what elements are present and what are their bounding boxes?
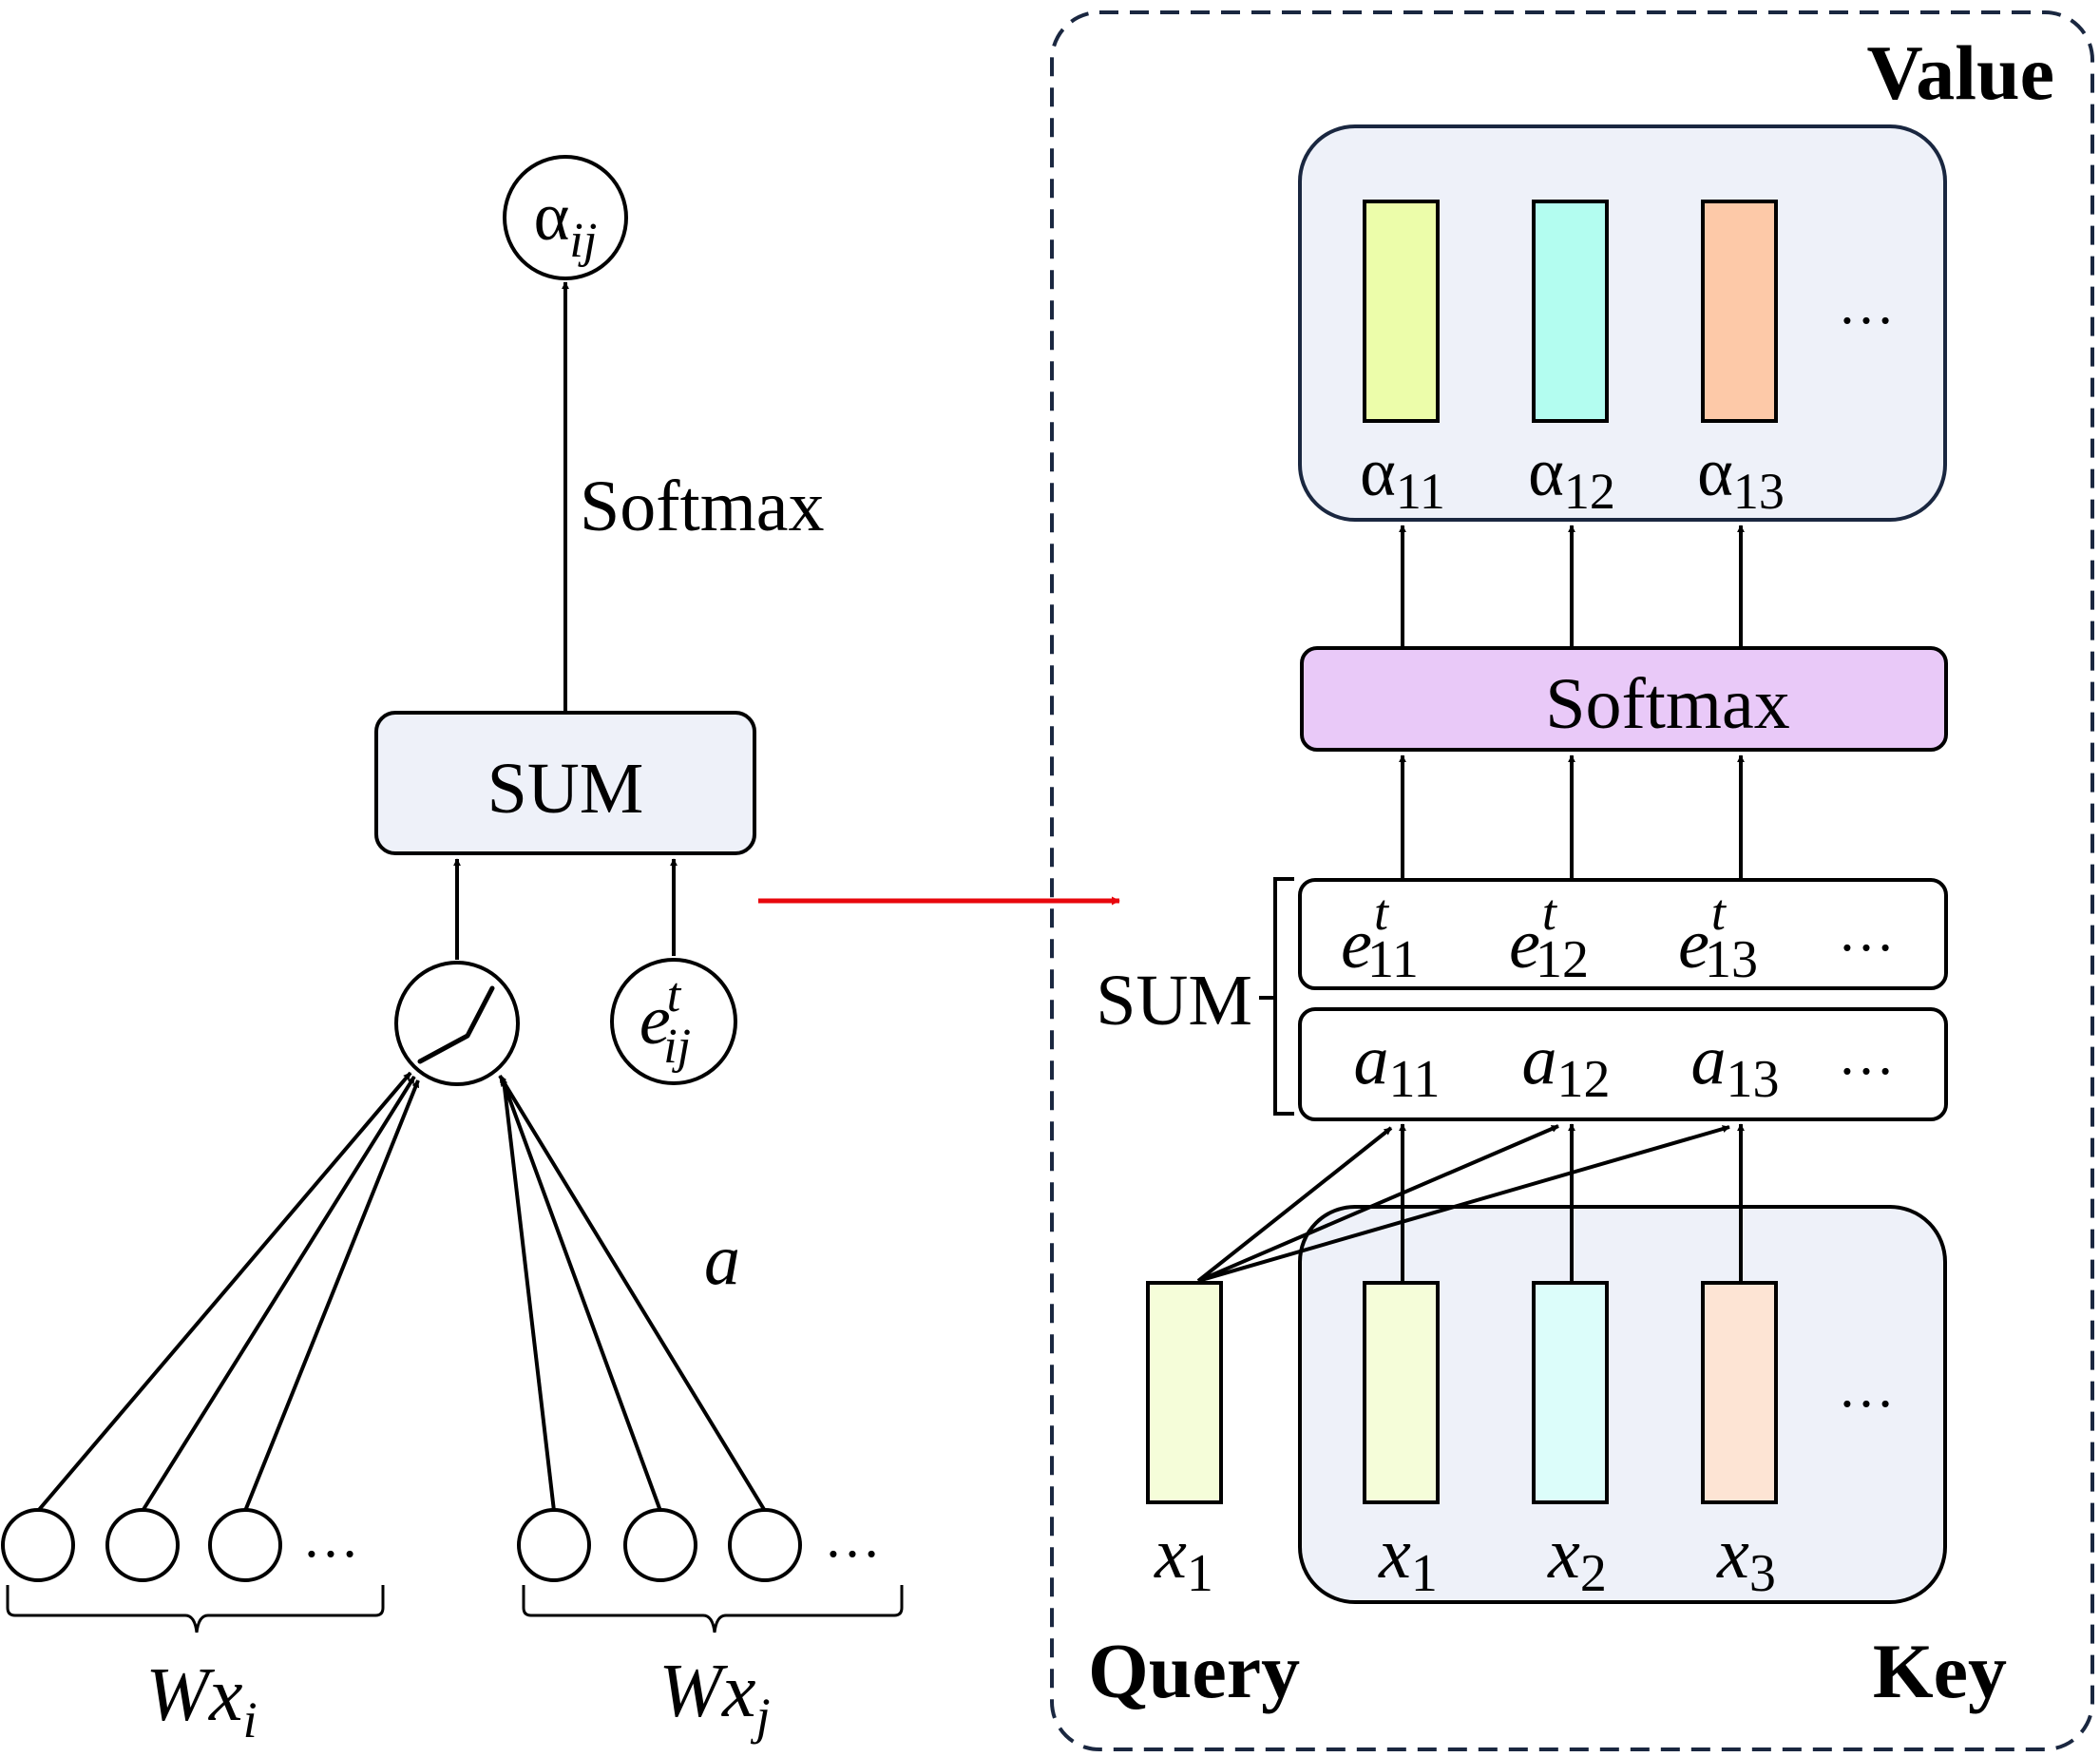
query-label: Query: [1088, 1628, 1300, 1714]
brace-i: [6, 1585, 385, 1633]
key-dots: …: [1838, 1356, 1895, 1419]
input-group-i: [1, 1508, 802, 1582]
key-label: Key: [1873, 1628, 2007, 1714]
softmax-to-value-arrows: [1399, 525, 1745, 646]
alpha-ij-node: [503, 155, 628, 280]
weight-13-label: a13: [1691, 1022, 1780, 1109]
input-node: [208, 1508, 282, 1582]
key-to-weight-arrows: [1399, 1123, 1745, 1283]
query-bar: [1146, 1281, 1223, 1504]
alpha-12-label: α12: [1528, 434, 1615, 520]
value-bar-1: [1363, 200, 1440, 423]
activation-node: [394, 961, 520, 1086]
key-x3-label: x3: [1716, 1514, 1776, 1603]
brace-j: [522, 1585, 904, 1633]
input-node: [1, 1508, 75, 1582]
alpha-11-label: α11: [1360, 434, 1445, 520]
input-node: [105, 1508, 180, 1582]
input-node: [623, 1508, 697, 1582]
key-panel: [1298, 1205, 1947, 1604]
relu-icon: [417, 985, 495, 1064]
softmax-box: [1300, 646, 1948, 752]
weight-label: a: [704, 1220, 740, 1300]
value-bar-2: [1532, 200, 1609, 423]
group-j-label: Wxj: [659, 1650, 770, 1745]
input-node: [728, 1508, 802, 1582]
alpha-13-label: α13: [1697, 434, 1785, 520]
weight-11-label: a11: [1354, 1022, 1441, 1109]
edge-row: [1298, 878, 1948, 990]
left-softmax-label: Softmax: [580, 467, 825, 546]
softmax-label: Softmax: [1545, 664, 1790, 744]
key-x1-label: x1: [1378, 1514, 1438, 1603]
query-x1-label: x1: [1154, 1514, 1213, 1603]
group-j-dots: …: [824, 1506, 881, 1569]
value-bar-3: [1701, 200, 1778, 423]
edge-row-dots: …: [1838, 900, 1895, 963]
query-to-weight-arrows: [1196, 1124, 1730, 1283]
value-label: Value: [1867, 29, 2054, 116]
sum-label: SUM: [1096, 961, 1252, 1041]
input-connections: [36, 1071, 767, 1513]
weight-row-dots: …: [1838, 1023, 1895, 1086]
value-dots: …: [1838, 273, 1895, 335]
alpha-ij-label: αij: [534, 179, 598, 268]
edge-ij-node: [610, 958, 737, 1085]
key-bar-2: [1532, 1281, 1609, 1504]
weight-row: [1298, 1007, 1948, 1121]
group-i-dots: …: [302, 1506, 359, 1569]
group-i-label: Wxi: [145, 1653, 257, 1748]
left-sum-label: SUM: [487, 749, 644, 829]
right-panel: Value Query Key … α11 α12 α13 Softmax et…: [1050, 10, 2094, 1751]
key-bar-3: [1701, 1281, 1778, 1504]
left-sum-box: [374, 711, 756, 855]
weight-12-label: a12: [1522, 1022, 1611, 1109]
key-x2-label: x2: [1547, 1514, 1607, 1603]
e-to-softmax-arrows: [1399, 754, 1745, 878]
value-panel: [1298, 124, 1947, 522]
key-bar-1: [1363, 1281, 1440, 1504]
input-node: [517, 1508, 591, 1582]
dashed-container: [1050, 10, 2094, 1751]
sum-bracket: [1259, 877, 1294, 1116]
